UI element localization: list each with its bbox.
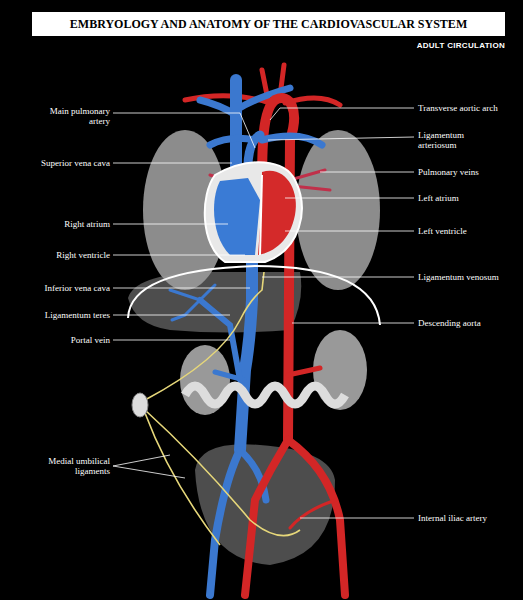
part-label: Ligamentum teres: [15, 310, 110, 320]
right-heart: [214, 178, 260, 255]
left-heart: [258, 171, 296, 255]
title-band: [32, 12, 505, 36]
ligaments: [145, 272, 300, 545]
intestine: [185, 386, 345, 404]
umbilical-ligament: [145, 413, 220, 545]
leader-line: [113, 224, 228, 225]
leader-line: [268, 137, 414, 140]
liver: [128, 272, 301, 333]
part-label: Portal vein: [15, 335, 110, 345]
part-label: Left atrium: [418, 193, 513, 203]
part-label: Ligamentum venosum: [418, 272, 513, 282]
leader-line: [285, 198, 414, 199]
internal-iliac-artery: [290, 500, 336, 528]
left-lung: [296, 130, 380, 290]
part-label: Right ventricle: [15, 250, 110, 260]
vessels: [170, 65, 345, 595]
part-label: Pulmonary veins: [418, 167, 513, 177]
iliac-artery: [288, 440, 345, 595]
diaphragm: [128, 266, 380, 325]
part-label: Descending aorta: [418, 318, 513, 328]
leader-line: [113, 113, 255, 148]
iliac-artery: [245, 440, 288, 595]
part-label: Inferior vena cava: [15, 283, 110, 293]
part-label: Transverse aortic arch: [418, 103, 513, 113]
part-label: Medial umbilical ligaments: [44, 456, 110, 477]
part-label: Superior vena cava: [15, 158, 110, 168]
heart-outline: [205, 162, 302, 262]
pulmonary-artery: [262, 136, 322, 145]
figure-subtitle: ADULT CIRCULATION: [355, 42, 505, 51]
renal-artery: [288, 368, 320, 375]
leader-line: [113, 163, 232, 164]
leader-line: [113, 466, 185, 478]
umbilical-ligament: [145, 410, 300, 536]
leader-line: [113, 455, 170, 466]
leader-line: [262, 277, 414, 278]
inferior-vena-cava: [240, 258, 252, 450]
septum: [260, 175, 262, 255]
part-label: Right atrium: [15, 219, 110, 229]
leader-line: [300, 518, 414, 519]
leader-line: [113, 315, 230, 316]
leader-line: [285, 231, 414, 232]
part-label: Left ventricle: [418, 226, 513, 236]
umbilicus: [132, 393, 148, 417]
leader-line: [113, 288, 250, 289]
part-label: Internal iliac artery: [418, 513, 513, 523]
leader-line: [113, 255, 245, 256]
figure-title: EMBRYOLOGY AND ANATOMY OF THE CARDIOVASC…: [32, 12, 505, 36]
leader-lines: [113, 108, 414, 518]
part-label: Ligamentum arteriosum: [418, 130, 488, 151]
part-label: Main pulmonary artery: [38, 106, 110, 127]
leader-line: [292, 323, 414, 324]
leader-line: [320, 172, 414, 173]
leader-line: [113, 340, 230, 341]
leader-line: [270, 108, 414, 120]
iliac-vein: [210, 450, 240, 595]
ligamentum-teres: [145, 272, 264, 400]
